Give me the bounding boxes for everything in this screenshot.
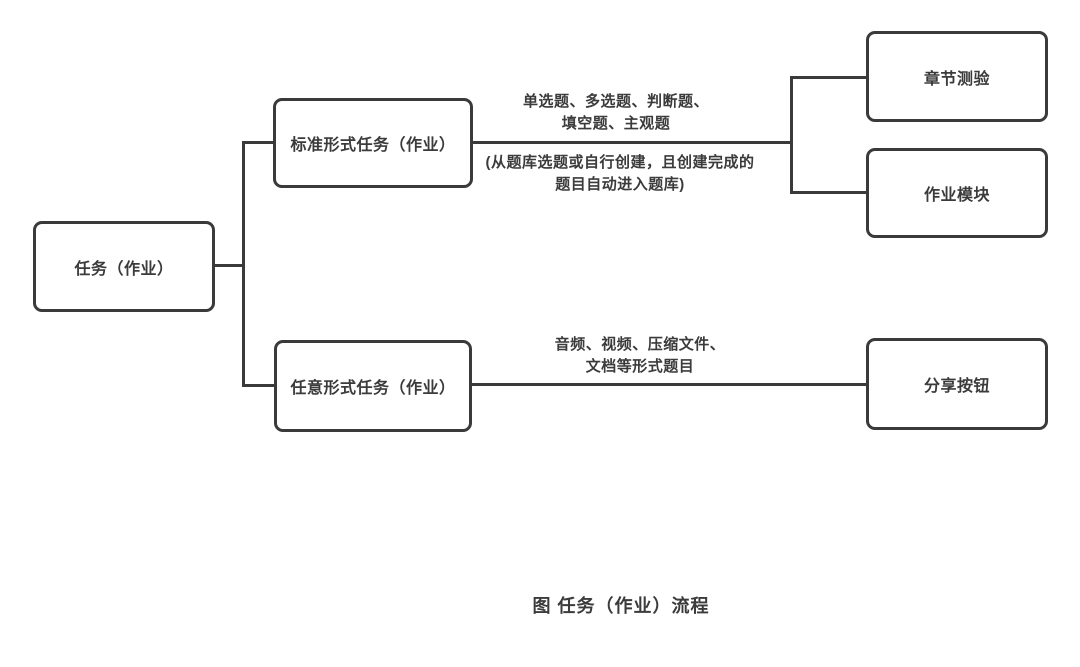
edge-task-to-branch — [215, 264, 245, 267]
node-standard-form-task-label: 标准形式任务（作业） — [290, 137, 456, 154]
edge-label-line: 单选题、多选题、判断题、 — [522, 93, 709, 110]
edge-label-line: 音频、视频、压缩文件、 — [554, 336, 726, 353]
node-homework-module: 作业模块 — [866, 148, 1048, 238]
node-standard-form-task: 标准形式任务（作业） — [273, 98, 473, 188]
edge-branch-to-arbitrary — [242, 384, 275, 387]
edge-label-question-bank-note: (从题库选题或自行创建，且创建完成的 题目自动进入题库) — [450, 152, 790, 196]
node-task-label: 任务（作业） — [74, 260, 174, 278]
node-arbitrary-form-task: 任意形式任务（作业） — [274, 340, 472, 432]
node-share-button: 分享按钮 — [866, 338, 1048, 430]
edge-arbitrary-to-share — [472, 383, 868, 386]
node-task: 任务（作业） — [33, 221, 215, 312]
edge-label-line: (从题库选题或自行创建，且创建完成的 — [485, 154, 755, 171]
node-chapter-quiz: 章节测验 — [866, 31, 1048, 122]
edge-branch-to-chapter — [790, 76, 868, 79]
edge-label-arbitrary-file-types: 音频、视频、压缩文件、 文档等形式题目 — [490, 334, 790, 378]
edge-branch-to-module — [790, 191, 868, 194]
figure-caption: 图 任务（作业）流程 — [532, 596, 710, 616]
edge-label-line: 题目自动进入题库) — [555, 176, 685, 193]
edge-right-branch-vertical — [790, 76, 793, 194]
node-chapter-quiz-label: 章节测验 — [923, 70, 990, 88]
edge-label-line: 填空题、主观题 — [561, 115, 671, 132]
node-arbitrary-form-task-label: 任意形式任务（作业） — [290, 380, 456, 397]
node-share-button-label: 分享按钮 — [923, 378, 990, 395]
edge-label-line: 文档等形式题目 — [585, 358, 695, 375]
edge-label-standard-question-types: 单选题、多选题、判断题、 填空题、主观题 — [466, 91, 766, 135]
edge-standard-to-branch — [473, 141, 793, 144]
edge-left-branch-vertical — [242, 141, 245, 387]
node-homework-module-label: 作业模块 — [923, 187, 990, 204]
edge-branch-to-standard — [242, 141, 275, 144]
